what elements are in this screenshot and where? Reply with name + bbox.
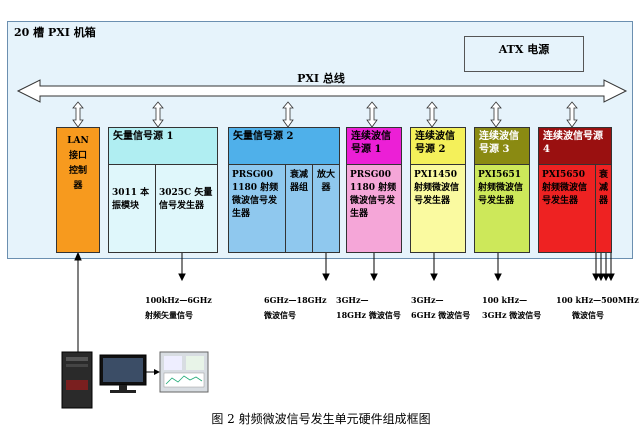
output-caption-cw3-line1: 100 kHz— bbox=[482, 295, 528, 305]
lo-module: 3011 本振模块 bbox=[109, 165, 155, 252]
output-arrows bbox=[178, 253, 615, 282]
output-caption-cw4: 100 kHz—500MHz 微波信号 bbox=[556, 293, 639, 323]
lo-module-label: 3011 本振模块 bbox=[112, 188, 150, 211]
output-caption-vec1-line2: 射频矢量信号 bbox=[145, 310, 193, 320]
cw-source-1-body: PRSG00 1180 射频微波信号发生器 bbox=[350, 170, 397, 219]
cw-source-2-body: PXI1450 射频微波信号发生器 bbox=[414, 170, 460, 206]
pc-to-lan-link bbox=[74, 251, 82, 352]
amplifier: 放大器 bbox=[312, 165, 339, 252]
amplifier-label: 放大器 bbox=[312, 165, 339, 252]
vector-signal-generator: 3025C 矢量信号发生器 bbox=[155, 165, 217, 252]
output-caption-vec2: 6GHz—18GHz 微波信号 bbox=[264, 293, 327, 323]
cw-source-3-header: 连续波信号源 3 bbox=[475, 128, 529, 165]
cw-source-4-attenuator: 衰减器 bbox=[595, 165, 611, 252]
cw-source-4-attenuator-label: 衰减器 bbox=[595, 165, 611, 252]
lan-controller-module: LAN 接口控制器 bbox=[56, 127, 100, 253]
output-caption-cw2-line1: 3GHz— bbox=[411, 295, 444, 305]
vector-signal-generator-label: 3025C 矢量信号发生器 bbox=[155, 165, 217, 252]
output-caption-cw1-line2: 18GHz 微波信号 bbox=[336, 310, 401, 320]
vector-source-1: 矢量信号源 1 3011 本振模块 3025C 矢量信号发生器 bbox=[108, 127, 218, 253]
rf-microwave-generator-label: PRSG00 1180 射频微波信号发生器 bbox=[232, 170, 279, 219]
attenuator-group-label: 衰减器组 bbox=[285, 165, 312, 252]
lan-controller-label: LAN 接口控制器 bbox=[67, 136, 89, 191]
attenuator-group: 衰减器组 bbox=[285, 165, 312, 252]
cw-source-3: 连续波信号源 3 PXI5651 射频微波信号发生器 bbox=[474, 127, 530, 253]
chassis-title: 20 槽 PXI 机箱 bbox=[14, 26, 96, 39]
output-caption-cw3: 100 kHz— 3GHz 微波信号 bbox=[482, 293, 541, 323]
output-caption-cw3-line2: 3GHz 微波信号 bbox=[482, 310, 542, 320]
cw-source-1: 连续波信号源 1 PRSG00 1180 射频微波信号发生器 bbox=[346, 127, 402, 253]
figure-caption: 图 2 射频微波信号发生单元硬件组成框图 bbox=[211, 412, 431, 426]
cw-source-2-header: 连续波信号源 2 bbox=[411, 128, 465, 165]
vector-source-1-header: 矢量信号源 1 bbox=[109, 128, 217, 165]
cw-source-1-header: 连续波信号源 1 bbox=[347, 128, 401, 165]
rf-microwave-generator: PRSG00 1180 射频微波信号发生器 bbox=[229, 165, 285, 252]
cw-source-2: 连续波信号源 2 PXI1450 射频微波信号发生器 bbox=[410, 127, 466, 253]
cw-source-4: 连续波信号源 4 PXI5650 射频微波信号发生器 衰减器 bbox=[538, 127, 612, 253]
output-caption-cw1: 3GHz— 18GHz 微波信号 bbox=[336, 293, 401, 323]
cw-source-4-generator: PXI5650 射频微波信号发生器 bbox=[539, 165, 595, 252]
cw-source-4-body: PXI5650 射频微波信号发生器 bbox=[542, 170, 588, 206]
output-caption-vec1: 100kHz—6GHz 射频矢量信号 bbox=[145, 293, 212, 323]
output-caption-vec1-line1: 100kHz—6GHz bbox=[145, 295, 212, 305]
output-caption-cw2: 3GHz— 6GHz 微波信号 bbox=[411, 293, 470, 323]
pxi-bus-arrow bbox=[16, 79, 628, 103]
cw-source-3-body: PXI5651 射频微波信号发生器 bbox=[478, 170, 524, 206]
cw-source-4-header: 连续波信号源 4 bbox=[539, 128, 611, 165]
vector-source-2: 矢量信号源 2 PRSG00 1180 射频微波信号发生器 衰减器组 放大器 bbox=[228, 127, 340, 253]
output-caption-cw4-line1: 100 kHz—500MHz bbox=[556, 295, 639, 305]
pxi-bus-label: PXI 总线 bbox=[297, 72, 345, 85]
output-caption-vec2-line2: 微波信号 bbox=[264, 310, 296, 320]
output-caption-vec2-line1: 6GHz—18GHz bbox=[264, 295, 327, 305]
output-caption-cw2-line2: 6GHz 微波信号 bbox=[411, 310, 471, 320]
output-caption-cw1-line1: 3GHz— bbox=[336, 295, 369, 305]
output-caption-cw4-line2: 微波信号 bbox=[572, 310, 604, 320]
computer-icon bbox=[61, 351, 209, 409]
vector-source-2-header: 矢量信号源 2 bbox=[229, 128, 339, 165]
bus-to-module-arrows bbox=[72, 101, 578, 128]
atx-label: ATX 电源 bbox=[498, 43, 550, 56]
atx-power-box: ATX 电源 bbox=[464, 36, 584, 72]
